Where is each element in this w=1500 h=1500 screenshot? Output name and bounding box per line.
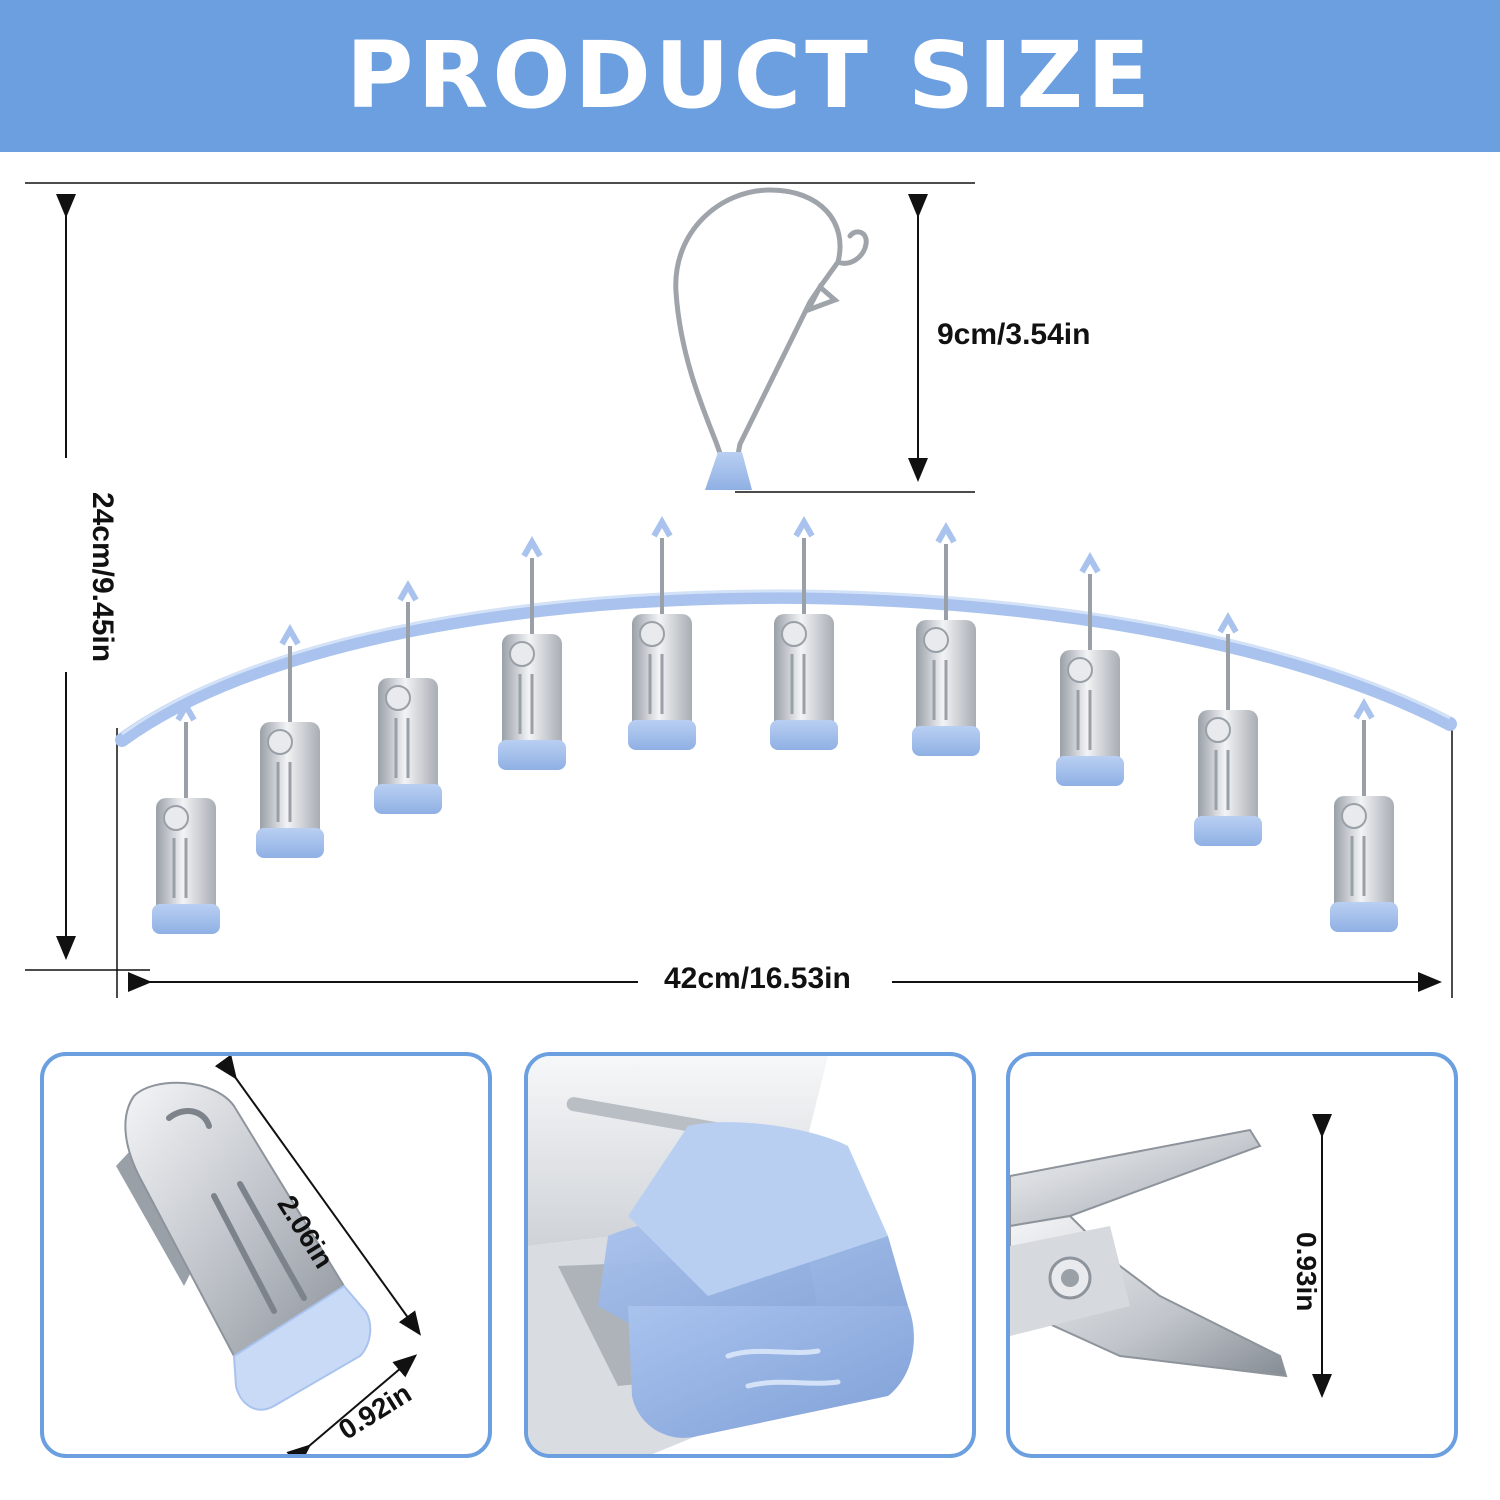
clip-length-arrow (214, 1056, 422, 1336)
dimension-guides (25, 182, 1453, 998)
grip-closeup-illustration (528, 1056, 914, 1454)
hook (673, 187, 869, 473)
grip-closeup-panel (524, 1052, 976, 1458)
header-banner: PRODUCT SIZE (0, 0, 1500, 152)
clip-width-arrow (286, 1354, 418, 1454)
clip-5 (628, 515, 696, 750)
clip-1 (152, 699, 220, 934)
clip-opening-illustration (1010, 1114, 1332, 1398)
clip-6 (770, 515, 838, 750)
clip-7 (912, 521, 980, 756)
clip-3 (374, 579, 442, 814)
clip-size-panel: 2.06in 0.92in (40, 1052, 492, 1458)
hook-base (705, 452, 752, 490)
clip-opening-panel: 0.93in (1006, 1052, 1458, 1458)
total-width-label: 42cm/16.53in (660, 964, 855, 994)
total-height-label: 24cm/9.45in (86, 491, 119, 663)
clips (152, 515, 1398, 934)
clip-9 (1194, 611, 1262, 846)
clip-10 (1330, 697, 1398, 932)
clip-4 (498, 535, 566, 770)
hanger-illustration (25, 182, 1457, 998)
clip-8 (1056, 551, 1124, 786)
dimension-arrows (56, 194, 1442, 992)
clip-2 (256, 623, 324, 858)
hanger-arc (115, 590, 1457, 747)
page-title: PRODUCT SIZE (346, 22, 1154, 129)
hook-height-label: 9cm/3.54in (937, 318, 1091, 351)
clip-size-illustration (116, 1056, 422, 1454)
clip-opening-label: 0.93in (1291, 1232, 1322, 1312)
